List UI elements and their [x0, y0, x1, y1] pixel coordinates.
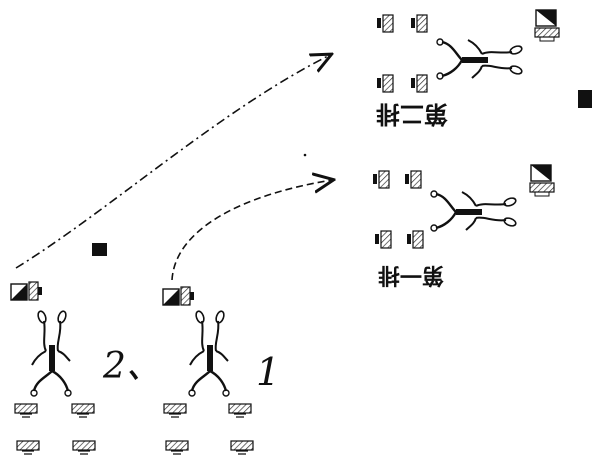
solid-square-icon [92, 243, 107, 256]
hatched-box-icon [165, 440, 189, 455]
stick-figure-sprite [187, 308, 231, 398]
stick-figure-sprite [431, 191, 517, 231]
stick-figure-sprite [29, 308, 73, 398]
half-filled-box-icon [162, 286, 195, 306]
hatched-box-icon [406, 230, 424, 249]
half-filled-box-icon [534, 9, 560, 42]
hatched-box-icon [376, 14, 394, 33]
stick-figure-sprite [437, 39, 523, 79]
hatched-box-icon [14, 403, 38, 418]
hatched-box-icon [230, 440, 254, 455]
hatched-box-icon [163, 403, 187, 418]
half-filled-box-icon [10, 281, 43, 301]
group-one-label: 1 [256, 350, 280, 394]
second-row-label: 第二排 [376, 100, 448, 128]
hatched-box-icon [376, 74, 394, 93]
hatched-box-icon [228, 403, 252, 418]
hatched-box-icon [410, 14, 428, 33]
hatched-box-icon [372, 170, 390, 189]
dashed-arrow-icon [171, 180, 332, 281]
hatched-box-icon [404, 170, 422, 189]
dashed-arrow-icon [15, 55, 330, 269]
hatched-box-icon [71, 403, 95, 418]
solid-square-icon [578, 90, 592, 108]
first-row-label: 第一排 [378, 262, 444, 288]
hatched-box-icon [72, 440, 96, 455]
hatched-box-icon [410, 74, 428, 93]
group-two-label: 2、 [102, 346, 162, 387]
half-filled-box-icon [529, 164, 555, 197]
hatched-box-icon [16, 440, 40, 455]
hatched-box-icon [374, 230, 392, 249]
